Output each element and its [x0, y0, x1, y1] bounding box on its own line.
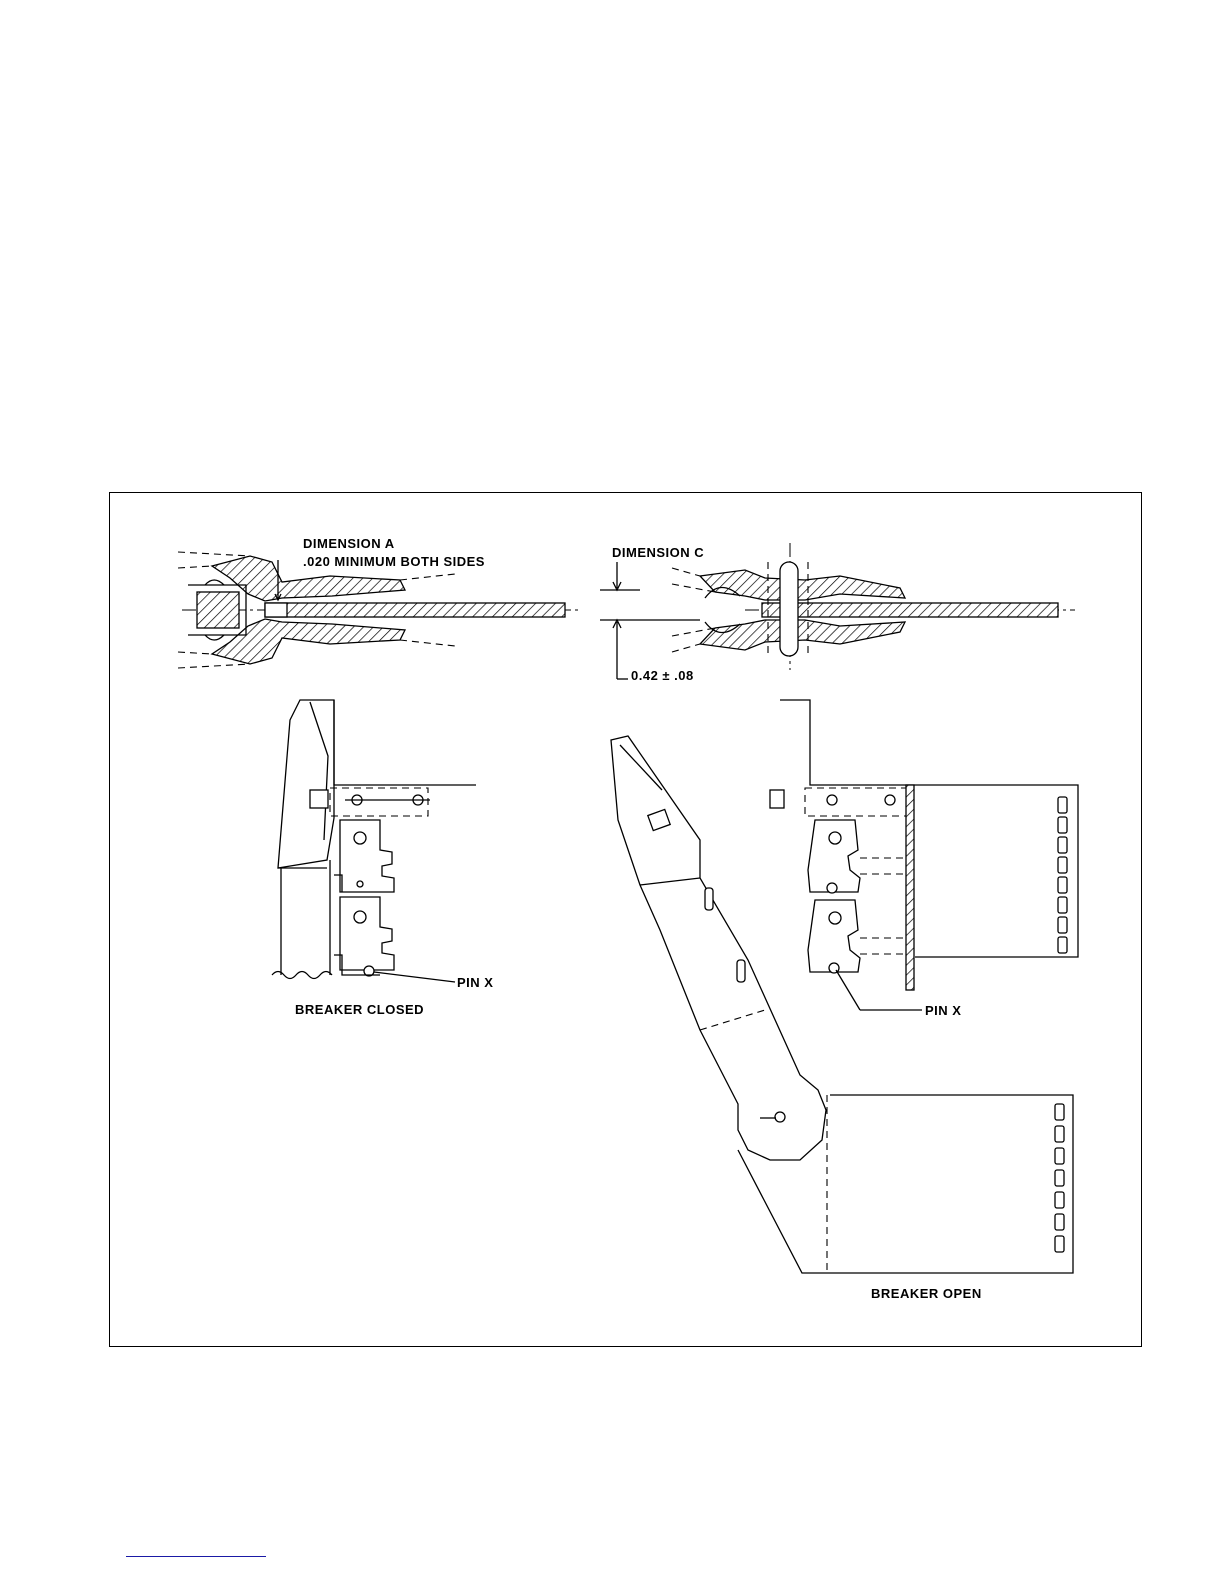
dimension-a-note: .020 MINIMUM BOTH SIDES — [303, 554, 485, 569]
lower-window-slots — [1055, 1104, 1064, 1252]
dimension-c-label: DIMENSION C — [612, 545, 704, 560]
contact-detail-dimension-c — [600, 543, 1075, 679]
caption-breaker-open: BREAKER OPEN — [871, 1286, 982, 1301]
pin-x-label-closed: PIN X — [457, 975, 493, 990]
upper-window-slots — [1058, 797, 1067, 953]
footer-rule — [126, 1556, 266, 1557]
dimension-a-label: DIMENSION A — [303, 536, 395, 551]
caption-breaker-closed: BREAKER CLOSED — [295, 1002, 424, 1017]
pin-x-label-open: PIN X — [925, 1003, 961, 1018]
dimension-c-value: 0.42 ± .08 — [631, 668, 694, 683]
breaker-closed-assembly — [272, 700, 476, 982]
breaker-open-assembly — [611, 700, 1078, 1273]
contact-detail-dimension-a — [178, 552, 578, 668]
